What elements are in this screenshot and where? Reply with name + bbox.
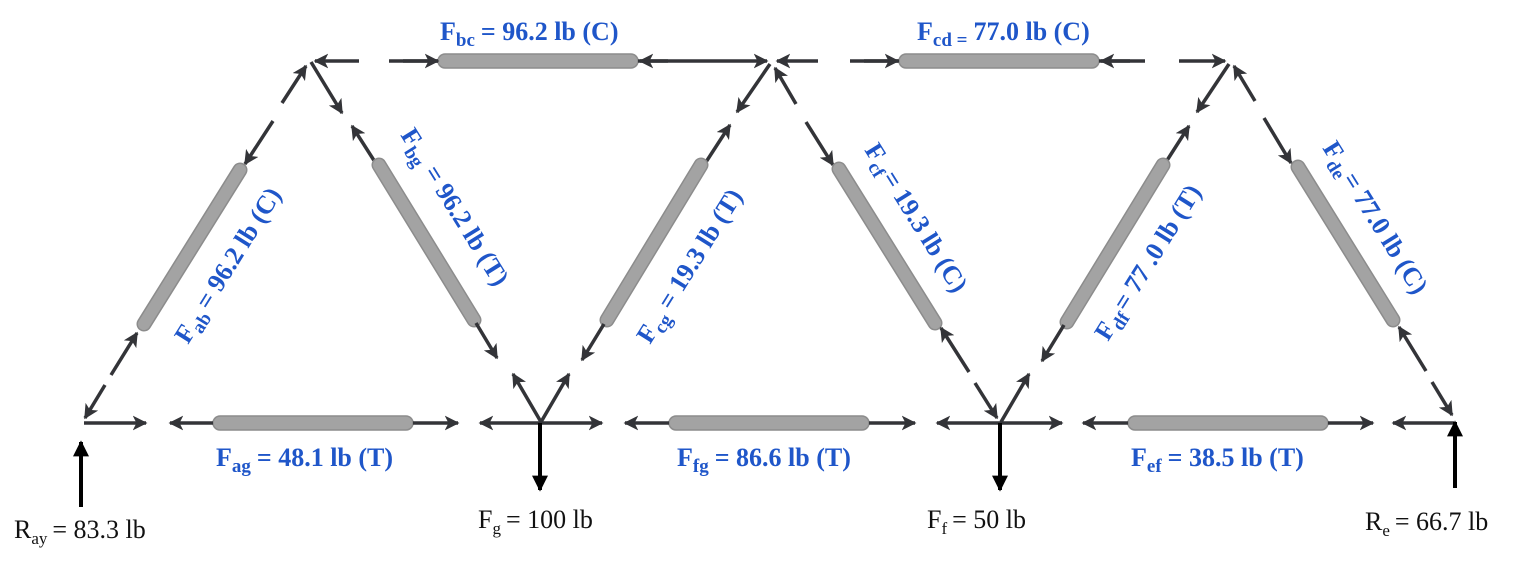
member-cf (831, 161, 999, 420)
label-fbc: Fbc= 96.2 lb (C) (440, 17, 618, 51)
joint-g-arrows (511, 372, 571, 423)
label-fef: Fef= 38.5 lb (T) (1131, 443, 1304, 477)
member-de (1290, 159, 1454, 417)
label-fcg: Fcg= 19.3 lb (T) (630, 184, 752, 351)
joint-b-arrows (243, 53, 440, 166)
member-cg (580, 157, 709, 362)
label-ray: Ray= 83.3 lb (14, 515, 146, 548)
label-ffg: Ffg= 86.6 lb (T) (677, 443, 851, 477)
label-re: Re= 66.7 lb (1365, 507, 1488, 540)
member-bg (371, 157, 499, 360)
member-ab (83, 162, 248, 420)
label-fag: Fag= 48.1 lb (T) (216, 443, 393, 477)
bar-bc (437, 53, 639, 69)
joint-c-arrows (638, 53, 900, 167)
member-ef (1081, 415, 1375, 431)
member-cd (864, 53, 1130, 69)
bar-cd (898, 53, 1100, 69)
member-ag (168, 415, 460, 431)
joint-f-arrows (999, 372, 1031, 423)
member-bc (403, 53, 668, 69)
member-fg (623, 415, 917, 431)
label-ff-load: Ff= 50 lb (927, 505, 1026, 538)
label-fg-load: Fg= 100 lb (478, 505, 593, 538)
label-fcd: Fcd =77.0 lb (C) (917, 17, 1090, 51)
member-df (1040, 157, 1171, 363)
joint-d-arrows (1099, 53, 1293, 165)
